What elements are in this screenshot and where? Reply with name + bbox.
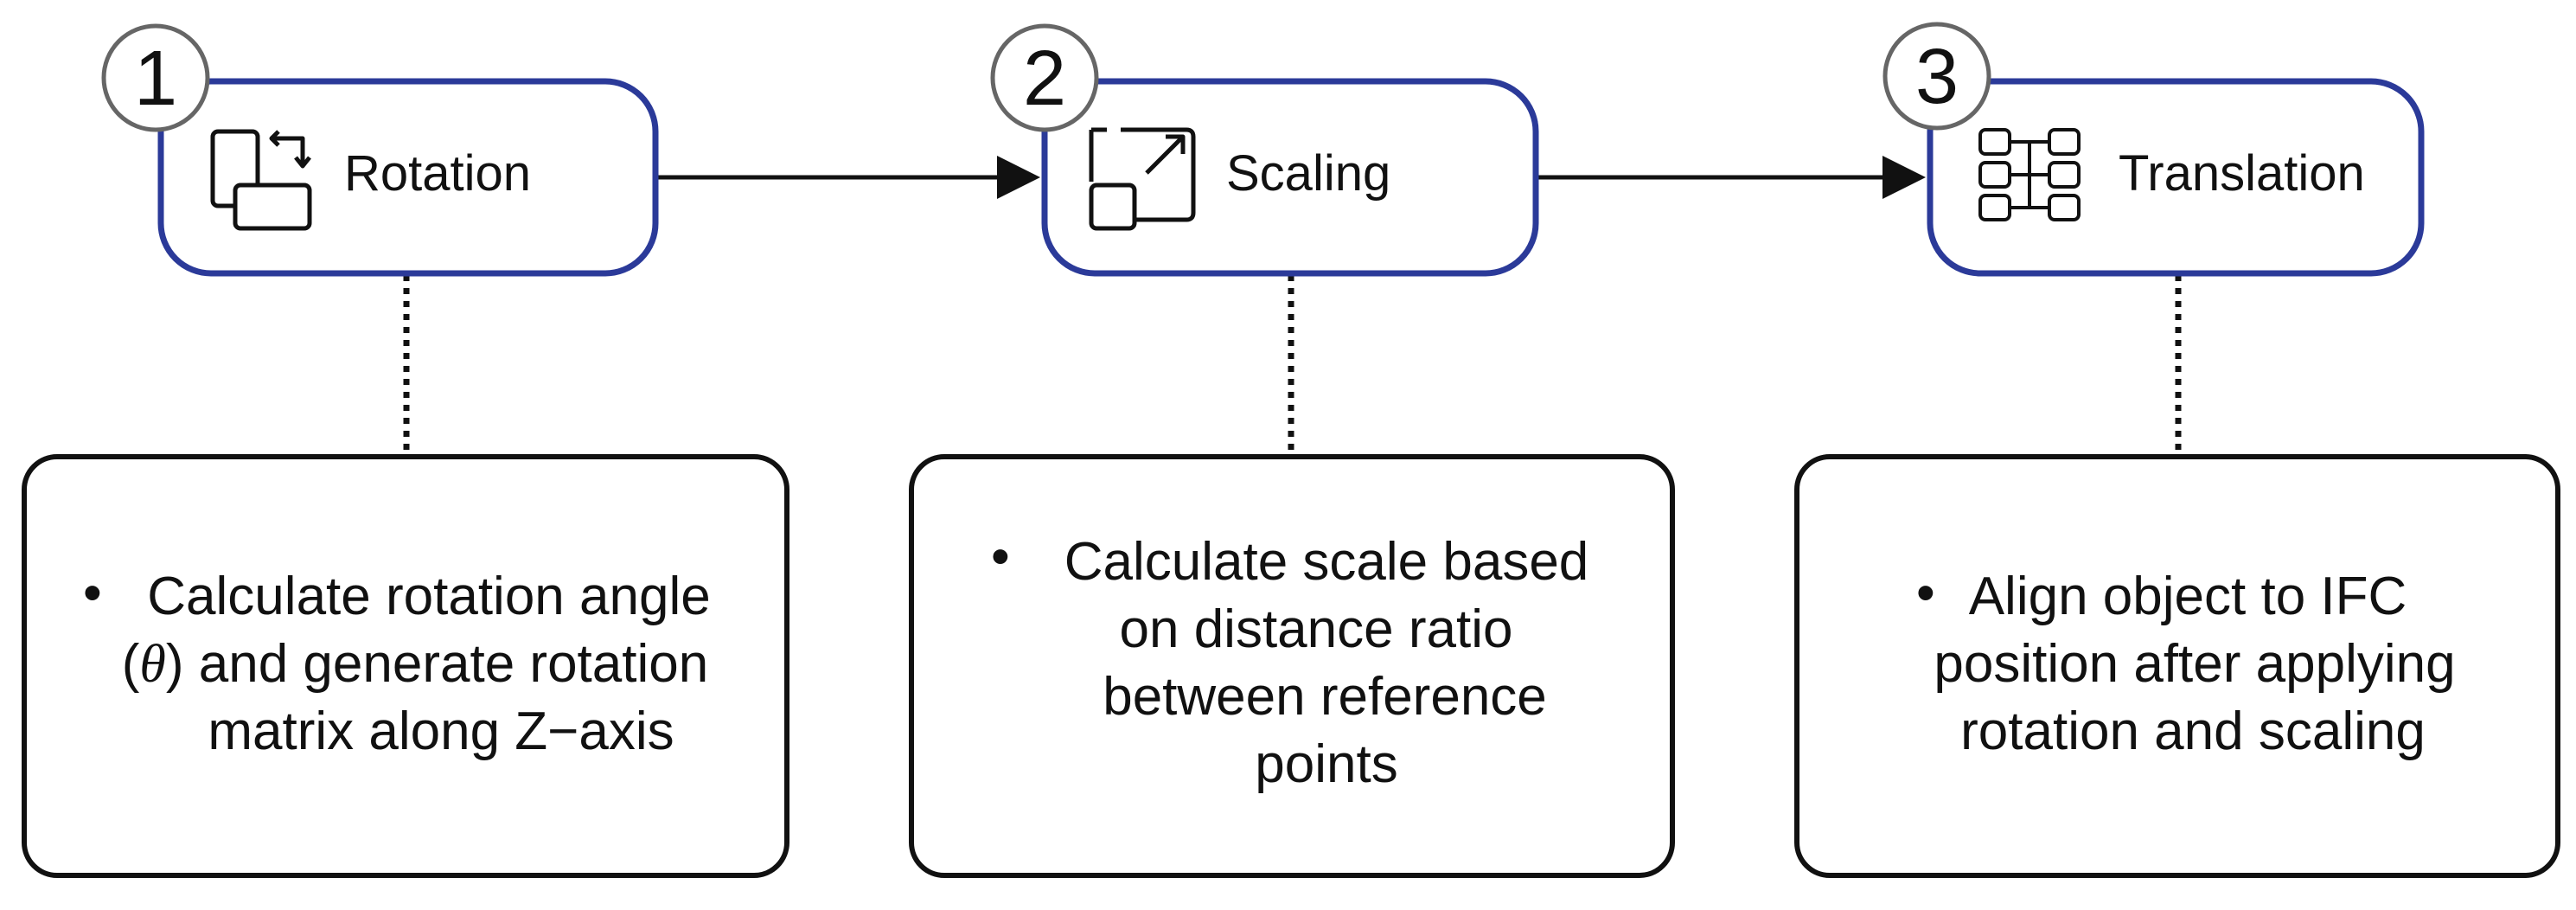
- description-2-box: [909, 454, 1675, 878]
- description-1: • Calculate rotation angle (θ) and gener…: [22, 454, 789, 878]
- description-3-box: [1794, 454, 2560, 878]
- description-2-line-1: Calculate scale based: [1064, 532, 1589, 592]
- description-1-line-1: Calculate rotation angle: [147, 567, 710, 626]
- step-3-number: 3: [1915, 34, 1959, 120]
- translate-icon: [1978, 128, 2081, 221]
- step-2: 2 Scaling: [990, 23, 1539, 277]
- description-2: • Calculate scale based on distance rati…: [909, 454, 1675, 878]
- description-2-bullet: •: [991, 527, 1010, 586]
- scale-icon: [1089, 127, 1196, 231]
- description-3-line-3: rotation and scaling: [1960, 702, 2426, 761]
- step-1-number-circle: [101, 23, 210, 132]
- step-3-number-circle: [1882, 22, 1991, 131]
- description-2-line-4: points: [1255, 734, 1397, 794]
- description-1-box: [22, 454, 789, 878]
- description-3-bullet: •: [1916, 563, 1935, 623]
- rotate-icon: [210, 129, 312, 231]
- description-2-line-2: on distance ratio: [1120, 599, 1513, 659]
- description-1-bullet: •: [83, 563, 102, 623]
- description-1-line-2: (θ) and generate rotation: [122, 634, 708, 694]
- theta-open-paren: (: [122, 634, 140, 694]
- step-1-number: 1: [134, 35, 177, 122]
- description-3-line-2: position after applying: [1934, 634, 2455, 694]
- description-1-line-3: matrix along Z−axis: [208, 702, 674, 761]
- theta-rest: ) and generate rotation: [166, 634, 708, 694]
- description-3-line-1: Align object to IFC: [1969, 567, 2407, 626]
- description-2-line-3: between reference: [1103, 667, 1547, 727]
- step-3-label: Translation: [2119, 145, 2365, 202]
- step-2-label: Scaling: [1226, 145, 1390, 202]
- description-3: • Align object to IFC position after app…: [1794, 454, 2560, 878]
- step-1: 1 Rotation: [101, 23, 659, 277]
- step-1-label: Rotation: [344, 145, 531, 202]
- step-2-number: 2: [1023, 35, 1066, 122]
- theta-symbol: θ: [139, 635, 165, 694]
- step-2-number-circle: [990, 23, 1099, 132]
- step-3: 3 Translation: [1882, 22, 2425, 277]
